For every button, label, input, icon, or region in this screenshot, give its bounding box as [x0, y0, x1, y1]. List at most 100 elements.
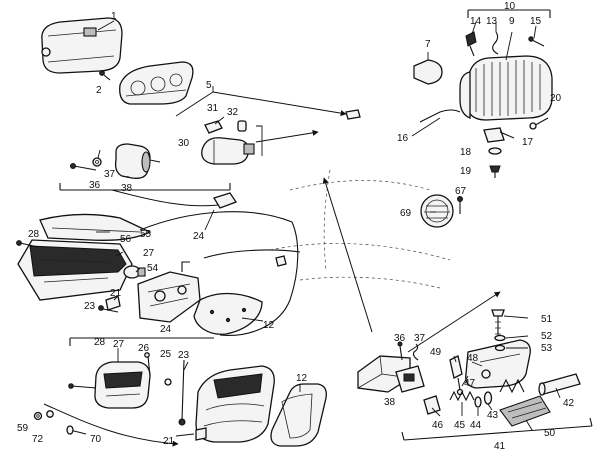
ring-43 [483, 391, 493, 405]
washer-72 [46, 410, 54, 418]
screw-36 [70, 163, 97, 171]
screw [99, 70, 111, 81]
callout-69: 69 [400, 208, 412, 219]
screw-28b [68, 383, 97, 389]
callout-12b: 12 [296, 373, 308, 384]
screw-67 [457, 196, 463, 214]
callout-38b: 38 [384, 397, 396, 408]
instrument-panel [119, 61, 194, 105]
plate-small [213, 192, 237, 209]
callout-51: 51 [541, 314, 553, 325]
fitting-14 [465, 31, 477, 57]
callout-26: 26 [138, 343, 150, 354]
pin-26 [144, 352, 151, 377]
callout-42: 42 [563, 398, 575, 409]
callout-23b: 23 [178, 350, 190, 361]
screw-20 [529, 117, 549, 130]
spring-45 [449, 390, 475, 402]
callout-31: 31 [207, 103, 219, 114]
chrome-hood-55 [39, 213, 152, 241]
callout-21: 21 [110, 288, 122, 299]
callout-70: 70 [90, 434, 102, 445]
nut-25 [164, 378, 172, 386]
callout-5: 5 [206, 80, 212, 91]
callout-36b: 36 [394, 333, 406, 344]
callout-55: 55 [140, 229, 152, 240]
callout-13: 13 [486, 16, 498, 27]
switch-cover [395, 365, 425, 393]
screw-23 [98, 305, 119, 313]
spring-37b [412, 343, 419, 361]
callout-18: 18 [460, 147, 472, 158]
callout-24b: 24 [160, 324, 172, 335]
tail-lamp-27b [94, 361, 151, 409]
callout-27: 27 [143, 248, 155, 259]
leader-lines [96, 20, 561, 437]
callout-49: 49 [430, 347, 442, 358]
callout-12: 12 [263, 320, 275, 331]
lamp-glass-9 [459, 55, 553, 121]
screw-28 [16, 240, 39, 248]
callout-16: 16 [397, 133, 409, 144]
callout-67: 67 [455, 186, 467, 197]
screw-15 [528, 36, 545, 47]
bracket-17 [483, 127, 515, 143]
pin-42 [538, 373, 581, 396]
mat-50 [499, 395, 551, 427]
clip [275, 255, 287, 267]
half-lens-7 [413, 52, 443, 85]
switch-cylinder-38 [114, 143, 161, 179]
callout-53: 53 [541, 343, 553, 354]
horn [201, 137, 255, 165]
spring-13 [492, 31, 499, 55]
callout-23: 23 [84, 301, 96, 312]
callout-52: 52 [541, 331, 553, 342]
washer-18 [488, 147, 502, 155]
callout-20: 20 [550, 93, 562, 104]
callout-labels: 1 2 5 31 32 30 37 36 38 10 14 13 9 15 7 … [17, 1, 575, 452]
panel-12 [193, 292, 263, 335]
nut-53 [494, 344, 506, 352]
spring-large [499, 378, 525, 394]
callout-59: 59 [17, 423, 29, 434]
screw-23b [178, 359, 186, 426]
callout-10: 10 [504, 1, 516, 12]
bulb-socket [204, 120, 223, 134]
callout-46: 46 [432, 420, 444, 431]
callout-21b: 21 [163, 436, 175, 447]
callout-72: 72 [32, 434, 44, 445]
callout-17: 17 [522, 137, 534, 148]
clip-49 [449, 355, 463, 379]
callout-48: 48 [467, 353, 479, 364]
washer-44 [474, 396, 482, 408]
small-clip-5 [345, 109, 361, 120]
screw-70 [66, 425, 87, 435]
headlamp-housing [41, 17, 123, 74]
callout-15: 15 [530, 16, 542, 27]
callout-28b: 28 [94, 337, 106, 348]
callout-37: 37 [104, 169, 116, 180]
callout-56: 56 [120, 234, 132, 245]
bulb-54 [123, 265, 146, 279]
callout-30: 30 [178, 138, 190, 149]
callout-1: 1 [111, 11, 117, 22]
callout-24: 24 [193, 231, 205, 242]
clip-46 [423, 395, 441, 415]
callout-47: 47 [464, 378, 476, 389]
washer-52 [494, 334, 506, 342]
bulb [237, 120, 247, 132]
lamp-housing-large [195, 365, 275, 443]
screw-36b [397, 341, 403, 361]
bracket-21 [105, 295, 121, 311]
callout-37b: 37 [414, 333, 426, 344]
reflector-69 [420, 194, 454, 228]
bracket-21b [195, 427, 207, 441]
callout-9: 9 [509, 16, 515, 27]
washer-37 [92, 157, 102, 167]
callout-54: 54 [147, 263, 159, 274]
screw-19 [489, 165, 501, 178]
callout-43: 43 [487, 410, 499, 421]
lamp-body-27 [17, 239, 133, 301]
gasket-12 [270, 383, 327, 447]
